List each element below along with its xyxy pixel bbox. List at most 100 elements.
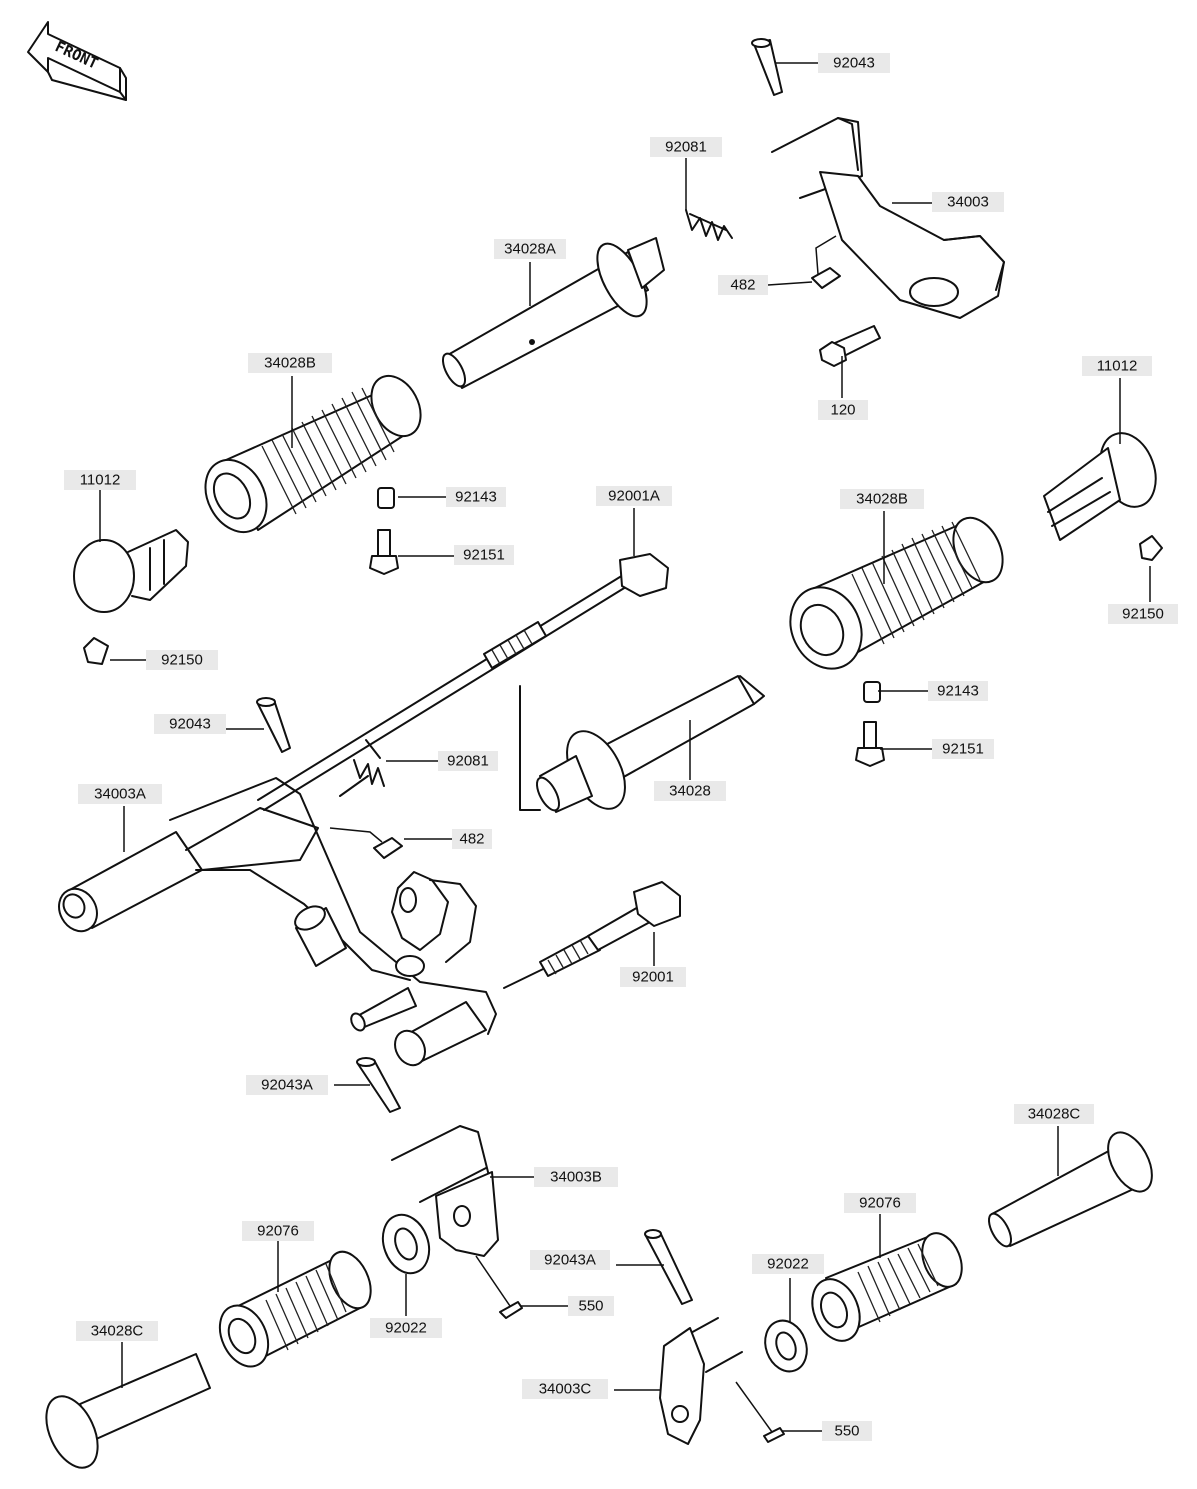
label-92150-right: 92150 (1108, 604, 1178, 624)
front-arrow-icon: FRONT (27, 21, 127, 101)
part-92143-collar-left (377, 487, 395, 509)
label-92076-right: 92076 (844, 1193, 916, 1213)
svg-text:92143: 92143 (937, 683, 979, 700)
svg-text:34028A: 34028A (504, 241, 556, 258)
part-482-clip-mid (329, 827, 403, 859)
svg-text:34003A: 34003A (94, 786, 146, 803)
part-34003C-bracket (659, 1317, 743, 1445)
label-34028B-left: 34028B (248, 353, 332, 373)
label-92022-left: 92022 (370, 1318, 442, 1338)
label-92076-left: 92076 (242, 1221, 314, 1241)
label-11012-left: 11012 (64, 470, 136, 490)
label-550-right: 550 (822, 1421, 872, 1441)
svg-text:34028B: 34028B (856, 491, 908, 508)
part-92043-pin-mid (256, 697, 291, 753)
part-92151-bolt-left (369, 529, 399, 575)
label-92143-left: 92143 (446, 487, 506, 507)
svg-text:92076: 92076 (859, 1195, 901, 1212)
svg-text:92043: 92043 (169, 716, 211, 733)
svg-text:92150: 92150 (161, 652, 203, 669)
svg-text:92151: 92151 (463, 547, 505, 564)
label-34028: 34028 (654, 781, 726, 801)
svg-text:34003C: 34003C (539, 1381, 592, 1398)
part-34028C-peg-left (45, 1353, 211, 1469)
svg-text:34028B: 34028B (264, 355, 316, 372)
part-92043A-pin-left (356, 1057, 401, 1113)
part-34028A-shaft (441, 237, 665, 389)
label-92043-mid: 92043 (154, 714, 226, 734)
label-120: 120 (818, 400, 868, 420)
label-92081-top: 92081 (650, 137, 722, 157)
part-92022-washer-left (381, 1213, 431, 1275)
part-92081-spring-mid (339, 739, 385, 797)
part-11012-holder-right (1043, 432, 1157, 541)
label-34028C-right: 34028C (1014, 1104, 1094, 1124)
part-92151-bolt-right (855, 721, 885, 767)
label-92022-right: 92022 (752, 1254, 824, 1274)
label-92151-right: 92151 (932, 739, 994, 759)
label-34028A: 34028A (494, 239, 566, 259)
part-92022-washer-right (764, 1319, 808, 1373)
part-92143-collar-right (863, 681, 881, 703)
part-92081-spring-top (685, 209, 733, 241)
part-92043A-pin-right (644, 1229, 693, 1305)
part-34028B-rubber-right (789, 516, 1004, 670)
part-34028B-rubber-left (204, 374, 422, 534)
label-34003A: 34003A (78, 784, 162, 804)
svg-text:482: 482 (459, 831, 484, 848)
label-92150-left: 92150 (146, 650, 218, 670)
part-34028-shaft (519, 675, 765, 813)
part-34003B-bracket (391, 1125, 499, 1257)
svg-text:11012: 11012 (1097, 358, 1138, 375)
label-11012-right: 11012 (1082, 356, 1152, 376)
svg-text:92081: 92081 (447, 753, 489, 770)
svg-text:120: 120 (830, 402, 855, 419)
svg-text:92143: 92143 (455, 489, 497, 506)
svg-text:92043: 92043 (833, 55, 875, 72)
svg-text:92151: 92151 (942, 741, 984, 758)
part-34003A-holder (58, 777, 497, 1067)
part-482-clip-top (811, 235, 841, 289)
label-92001: 92001 (620, 967, 686, 987)
label-92143-right: 92143 (928, 681, 988, 701)
leader-lines (99, 62, 1151, 1432)
label-92081-mid: 92081 (438, 751, 498, 771)
svg-text:550: 550 (578, 1298, 603, 1315)
svg-text:34028: 34028 (669, 783, 711, 800)
svg-text:92043A: 92043A (261, 1077, 313, 1094)
label-92151-left: 92151 (454, 545, 514, 565)
label-482-mid: 482 (452, 829, 492, 849)
part-92043-pin-top (751, 38, 783, 96)
svg-text:92022: 92022 (385, 1320, 427, 1337)
part-34028C-peg-right (987, 1131, 1153, 1248)
part-92150-screw-right (1139, 535, 1163, 561)
svg-text:34003: 34003 (947, 194, 989, 211)
svg-text:92043A: 92043A (544, 1252, 596, 1269)
part-92001-bolt (503, 881, 681, 989)
label-34003C: 34003C (522, 1379, 608, 1399)
label-92043-top: 92043 (818, 53, 890, 73)
part-550-cotter-left (475, 1255, 523, 1319)
svg-text:550: 550 (834, 1423, 859, 1440)
label-482-top: 482 (718, 275, 768, 295)
part-92076-rubber-left (218, 1250, 372, 1368)
part-34003-bracket (771, 117, 1005, 319)
label-92001A: 92001A (596, 486, 672, 506)
svg-text:92001: 92001 (632, 969, 674, 986)
part-92076-rubber-right (811, 1232, 963, 1342)
svg-text:92001A: 92001A (608, 488, 660, 505)
label-34028C-left: 34028C (76, 1321, 158, 1341)
svg-text:92022: 92022 (767, 1256, 809, 1273)
part-11012-cap-left (73, 529, 189, 613)
svg-text:34028C: 34028C (91, 1323, 144, 1340)
label-34003: 34003 (932, 192, 1004, 212)
label-550-left: 550 (568, 1296, 614, 1316)
svg-text:92081: 92081 (665, 139, 707, 156)
svg-text:34003B: 34003B (550, 1169, 602, 1186)
part-92001A-bolt (257, 553, 669, 811)
label-34003B: 34003B (534, 1167, 618, 1187)
svg-text:34028C: 34028C (1028, 1106, 1081, 1123)
part-92150-screw-left (83, 637, 109, 665)
svg-text:482: 482 (730, 277, 755, 294)
